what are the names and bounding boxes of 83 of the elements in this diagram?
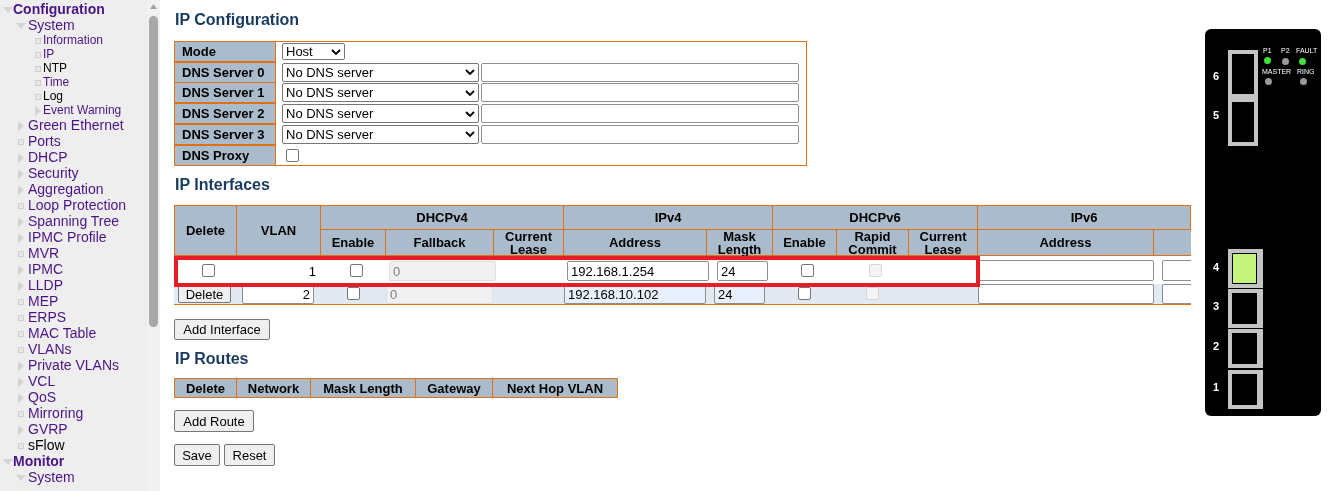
nav-link: System: [28, 18, 75, 32]
nav-link: DHCP: [28, 150, 68, 164]
column-header: Network: [236, 378, 311, 398]
column-header: VLAN: [236, 205, 321, 256]
nav-link: Loop Protection: [28, 198, 127, 212]
nav-link: ERPS: [28, 310, 67, 324]
nav-link: Ports: [28, 134, 61, 148]
column-header: Mask Length: [706, 229, 773, 256]
port-number: 2: [1213, 341, 1220, 352]
nav-link: Spanning Tree: [28, 214, 120, 228]
port-number: 5: [1213, 110, 1220, 121]
column-header: Current Lease: [908, 229, 978, 256]
nav-link: NTP: [43, 62, 67, 74]
nav-link: Aggregation: [28, 182, 104, 196]
nav-link: Information: [43, 34, 104, 46]
add-button: Add Route: [174, 410, 254, 432]
nav-link: Security: [28, 166, 79, 180]
select-field: No DNS server: [282, 83, 479, 103]
row-label: DNS Proxy: [174, 144, 276, 166]
nav-link: sFlow: [28, 438, 65, 452]
nav-link: GVRP: [28, 422, 68, 436]
section-heading: IP Configuration: [175, 12, 300, 28]
nav-link: IPMC Profile: [28, 230, 107, 244]
row-label: Mode: [174, 41, 276, 62]
nav-link: IP: [43, 48, 55, 60]
column-header: Address: [977, 229, 1154, 256]
navigation-sidebar: [0, 0, 147, 491]
nav-link: Green Ethernet: [28, 118, 124, 132]
nav-link: IPMC: [28, 262, 63, 276]
column-header: Fallback: [385, 229, 494, 256]
nav-link: LLDP: [28, 278, 64, 292]
reset-button: Reset: [224, 444, 275, 466]
column-header: Enable: [320, 229, 386, 256]
column-header: Mask Length: [310, 378, 416, 398]
nav-link: MAC Table: [28, 326, 97, 340]
vlan-value: 1: [307, 265, 316, 278]
select-field: Host: [282, 43, 345, 60]
port-number: 4: [1213, 262, 1220, 273]
nav-link: Time: [43, 76, 70, 88]
nav-link: Monitor: [13, 454, 65, 468]
nav-link: Log: [43, 90, 64, 102]
port-number: 1: [1213, 382, 1220, 393]
nav-link: MVR: [28, 246, 60, 260]
input-field: 24: [717, 261, 768, 281]
save-button: Save: [174, 444, 220, 466]
nav-link: MEP: [28, 294, 59, 308]
column-header: Current Lease: [493, 229, 564, 256]
column-header: IPv4: [563, 205, 773, 230]
select-field: No DNS server: [282, 104, 479, 124]
input-field: 192.168.1.254: [567, 261, 709, 281]
disabled-input-field: 0: [389, 261, 496, 281]
row-label: DNS Server 2: [174, 103, 276, 125]
settings-panel: [174, 350, 617, 432]
section-heading: IP Interfaces: [175, 177, 270, 193]
column-header: Enable: [772, 229, 837, 256]
nav-link: Mirroring: [28, 406, 84, 420]
nav-link: System: [28, 470, 75, 484]
nav-link: QoS: [28, 390, 56, 404]
column-header: Address: [563, 229, 707, 256]
row-label: DNS Server 0: [174, 61, 276, 83]
row-label: DNS Server 3: [174, 123, 276, 145]
column-header: Delete: [174, 205, 237, 256]
nav-link: Configuration: [13, 2, 105, 16]
port-number: 3: [1213, 301, 1220, 312]
column-header: IPv6: [977, 205, 1191, 230]
settings-panel: [174, 176, 1191, 342]
column-header: Rapid Commit: [836, 229, 909, 256]
nav-link: VLANs: [28, 342, 72, 356]
settings-panel: [174, 10, 807, 166]
column-header: Gateway: [415, 378, 493, 398]
switch-panel: [1205, 29, 1321, 416]
nav-link: Event Warning: [43, 104, 122, 116]
port-number: 6: [1213, 71, 1220, 82]
column-header: Delete: [174, 378, 237, 398]
column-header: DHCPv6: [772, 205, 978, 230]
highlight-box: [174, 256, 980, 287]
section-heading: IP Routes: [175, 351, 249, 367]
column-header: Next Hop VLAN: [492, 378, 618, 398]
nav-link: Private VLANs: [28, 358, 120, 372]
row-label: DNS Server 1: [174, 82, 276, 104]
nav-link: VCL: [28, 374, 56, 388]
column-header: DHCPv4: [320, 205, 564, 230]
add-button: Add Interface: [174, 319, 270, 340]
